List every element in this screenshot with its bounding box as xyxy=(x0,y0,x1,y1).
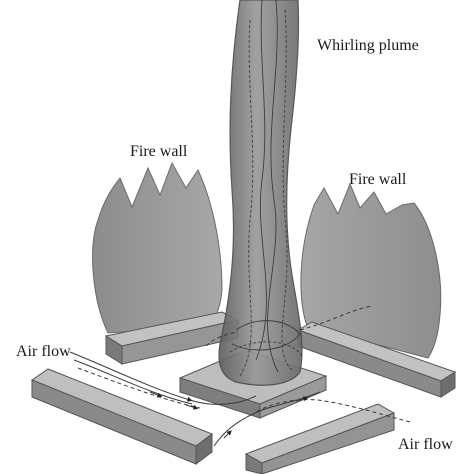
fire-wall-left-base xyxy=(104,311,240,365)
fire-wall-right xyxy=(300,182,442,359)
plume-streamlines xyxy=(229,0,303,377)
floor-bar-right-front xyxy=(244,403,396,474)
label-air-flow-left: Air flow xyxy=(16,343,71,360)
air-flow-right-lines xyxy=(205,305,411,447)
fire-wall-left xyxy=(92,161,223,334)
label-fire-wall-right: Fire wall xyxy=(349,171,407,188)
label-air-flow-right: Air flow xyxy=(398,436,453,453)
air-flow-left-lines xyxy=(69,351,257,410)
label-fire-wall-left: Fire wall xyxy=(130,143,188,160)
floor-bar-left-front xyxy=(30,368,214,465)
label-whirling-plume: Whirling plume xyxy=(317,37,419,54)
